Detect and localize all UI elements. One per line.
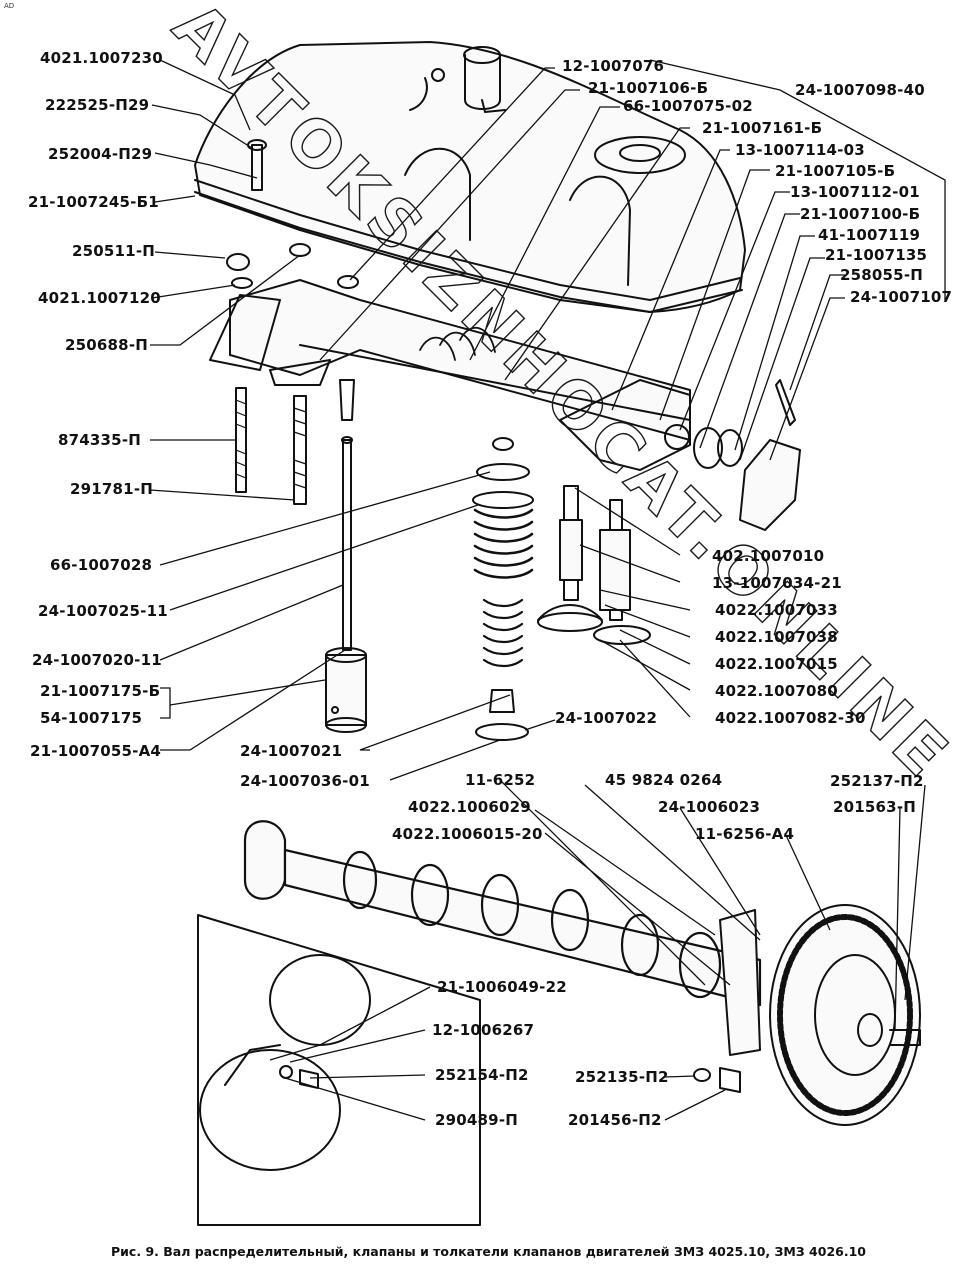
label-part: 222525-П29 bbox=[45, 96, 150, 114]
label-part: 21-1007105-Б bbox=[775, 162, 896, 180]
label-part: 4022.1007015 bbox=[715, 655, 838, 673]
label-part: 11-6252 bbox=[465, 771, 536, 789]
label-part: 4021.1007120 bbox=[38, 289, 161, 307]
label-part: 201563-П bbox=[833, 798, 917, 816]
label-part: 4021.1007230 bbox=[40, 49, 163, 67]
label-part: 4022.1007080 bbox=[715, 682, 838, 700]
label-part: 13-1007034-21 bbox=[712, 574, 842, 592]
label-part: 45 9824 0264 bbox=[605, 771, 723, 789]
label-part: 4022.1006029 bbox=[408, 798, 531, 816]
rocker-shaft bbox=[209, 243, 691, 471]
label-part: 12-1007076 bbox=[562, 57, 665, 75]
label-part: 21-1007245-Б1 bbox=[28, 193, 159, 211]
label-part: 250511-П bbox=[72, 242, 156, 260]
label-part: 24-1007036-01 bbox=[240, 772, 370, 790]
label-part: 874335-П bbox=[58, 431, 142, 449]
label-part: 21-1007106-Б bbox=[588, 79, 709, 97]
label-part: 24-1007020-11 bbox=[32, 651, 162, 669]
label-part: 252154-П2 bbox=[435, 1066, 529, 1084]
label-part: 290489-П bbox=[435, 1111, 519, 1129]
label-part: 13-1007114-03 bbox=[735, 141, 865, 159]
label-part: 24-1007107 bbox=[850, 288, 953, 306]
camshaft-gear bbox=[769, 904, 921, 1126]
label-part: 21-1007055-А4 bbox=[30, 742, 162, 760]
valve-cover bbox=[194, 41, 746, 313]
label-part: 250688-П bbox=[65, 336, 149, 354]
label-part: 402.1007010 bbox=[712, 547, 825, 565]
label-part: 24-1007098-40 bbox=[795, 81, 925, 99]
label-part: 21-1007100-Б bbox=[800, 205, 921, 223]
label-part: 4022.1007082-30 bbox=[715, 709, 866, 727]
label-part: 201456-П2 bbox=[568, 1111, 662, 1129]
label-part: 13-1007112-01 bbox=[790, 183, 920, 201]
label-part: 21-1007175-Б bbox=[40, 682, 161, 700]
label-part: 24-1007025-11 bbox=[38, 602, 168, 620]
figure-caption: Рис. 9. Вал распределительный, клапаны и… bbox=[111, 1244, 866, 1259]
label-part: 258055-П bbox=[840, 266, 924, 284]
valves bbox=[537, 485, 651, 645]
label-part: 291781-П bbox=[70, 480, 154, 498]
corner-mark: AD bbox=[4, 2, 15, 10]
label-part: 66-1007028 bbox=[50, 556, 153, 574]
label-part: 4022.1007038 bbox=[715, 628, 838, 646]
studs bbox=[235, 387, 307, 505]
label-part: 24-1007022 bbox=[555, 709, 658, 727]
label-part: 252135-П2 bbox=[575, 1068, 669, 1086]
label-part: 54-1007175 bbox=[40, 709, 143, 727]
label-part: 4022.1006015-20 bbox=[392, 825, 543, 843]
camshaft bbox=[243, 820, 762, 1007]
label-part: 11-6256-А4 bbox=[695, 825, 795, 843]
push-rod bbox=[325, 379, 367, 733]
valve-springs bbox=[472, 437, 534, 741]
label-part: 21-1006049-22 bbox=[437, 978, 567, 996]
label-part: 252004-П29 bbox=[48, 145, 153, 163]
label-part: 12-1006267 bbox=[432, 1021, 535, 1039]
label-part: 24-1007021 bbox=[240, 742, 343, 760]
label-part: 252137-П2 bbox=[830, 772, 924, 790]
label-part: 4022.1007033 bbox=[715, 601, 838, 619]
label-part: 66-1007075-02 bbox=[623, 97, 753, 115]
label-part: 41-1007119 bbox=[818, 226, 921, 244]
label-part: 21-1007135 bbox=[825, 246, 928, 264]
label-part: 24-1006023 bbox=[658, 798, 761, 816]
label-part: 21-1007161-Б bbox=[702, 119, 823, 137]
